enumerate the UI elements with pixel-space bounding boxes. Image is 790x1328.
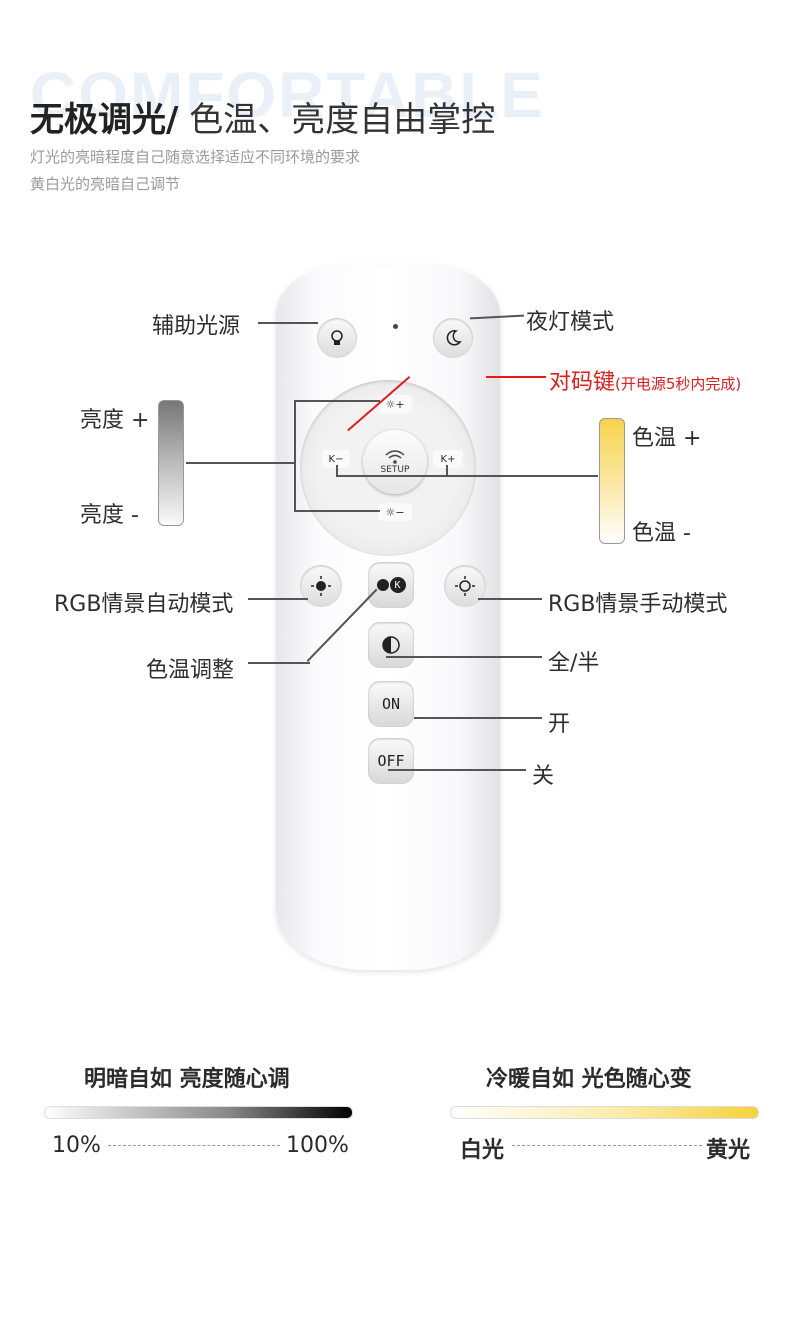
label-color-temp-minus: 色温 - [632, 521, 691, 546]
leader-line-ct-right [446, 465, 448, 477]
label-color-temp-plus: 色温 + [632, 426, 702, 451]
brightness-section-title: 明暗自如 亮度随心调 [84, 1067, 290, 1092]
full-half-button[interactable] [368, 622, 414, 668]
pair-key-text: 对码键 [549, 370, 616, 395]
leader-line-brightness-top [294, 400, 380, 402]
color-temp-plus-button[interactable]: K+ [433, 450, 463, 468]
leader-line-rgb-auto [248, 598, 308, 600]
subtitle-line-1: 灯光的亮暗程度自己随意选择适应不同环境的要求 [30, 148, 361, 166]
aux-light-button[interactable] [317, 318, 357, 358]
setup-label: SETUP [380, 465, 410, 475]
sun-outline-icon [455, 576, 475, 596]
leader-line-off [388, 769, 526, 771]
label-full-half: 全/半 [548, 651, 600, 676]
sun-minus-icon: ☼− [385, 505, 405, 519]
label-off: 关 [532, 764, 555, 789]
k-plus-icon: K+ [440, 453, 456, 465]
label-color-temp-adjust: 色温调整 [146, 658, 235, 683]
color-temp-scale-bar [450, 1106, 759, 1119]
leader-line-full-half [386, 656, 542, 658]
brightness-gradient-bar [158, 400, 184, 526]
subtitle-line-2: 黄白光的亮暗自己调节 [30, 175, 181, 193]
color-temp-minus-button[interactable]: K− [322, 450, 350, 468]
leader-line-ct-adjust [248, 662, 310, 664]
leader-line-on [414, 717, 542, 719]
half-circle-icon [382, 636, 400, 654]
label-pair-key: 对码键(开电源5秒内完成) [549, 364, 741, 396]
leader-line-color-temp [336, 475, 598, 477]
leader-line-brightness-vert [294, 400, 296, 512]
label-brightness-minus: 亮度 - [80, 503, 139, 528]
leader-line-rgb-manual [478, 598, 542, 600]
remote-control-body [276, 265, 500, 970]
k-circle-icon: K [376, 577, 406, 593]
brightness-max-label: 100% [286, 1133, 349, 1158]
on-button[interactable]: ON [368, 681, 414, 727]
leader-line-brightness [186, 462, 296, 464]
rgb-manual-button[interactable] [444, 565, 486, 607]
color-dotted-line [512, 1145, 702, 1146]
label-on: 开 [548, 712, 571, 737]
brightness-min-label: 10% [52, 1133, 101, 1158]
pair-key-note: (开电源5秒内完成) [615, 375, 742, 393]
label-rgb-auto: RGB情景自动模式 [54, 592, 234, 617]
rgb-auto-button[interactable] [300, 565, 342, 607]
color-temp-gradient-bar [599, 418, 625, 544]
label-brightness-plus: 亮度 + [80, 408, 150, 433]
leader-line-brightness-bottom [294, 510, 380, 512]
k-minus-icon: K− [328, 453, 344, 465]
wifi-icon [385, 450, 405, 464]
color-min-label: 白光 [460, 1138, 505, 1163]
night-mode-button[interactable] [433, 318, 473, 358]
title-bold: 无极调光/ [30, 100, 179, 140]
label-rgb-manual: RGB情景手动模式 [548, 592, 728, 617]
setup-pair-button[interactable]: SETUP [363, 430, 427, 494]
background-watermark-word: COMFORTABLE [30, 59, 545, 131]
brightness-minus-button[interactable]: ☼− [378, 503, 412, 521]
page-title: 无极调光/ 色温、亮度自由掌控 [30, 92, 495, 141]
off-button[interactable]: OFF [368, 738, 414, 784]
label-aux-light: 辅助光源 [152, 314, 241, 339]
label-night-mode: 夜灯模式 [526, 310, 615, 335]
indicator-led [393, 324, 398, 329]
color-section-title: 冷暖自如 光色随心变 [486, 1067, 692, 1092]
color-max-label: 黄光 [706, 1138, 751, 1163]
brightness-dotted-line [108, 1145, 280, 1146]
brightness-scale-bar [44, 1106, 353, 1119]
leader-line-ct-left [336, 465, 338, 477]
title-rest: 色温、亮度自由掌控 [178, 100, 496, 140]
brightness-plus-button[interactable]: ☼+ [378, 395, 412, 413]
leader-line-aux [258, 322, 318, 324]
bulb-icon [331, 330, 343, 345]
color-temp-adjust-button[interactable]: K [368, 562, 414, 608]
sun-plus-icon: ☼+ [385, 397, 405, 411]
moon-icon [446, 330, 462, 346]
sun-filled-icon [311, 576, 331, 596]
leader-line-pair-h [486, 376, 546, 378]
